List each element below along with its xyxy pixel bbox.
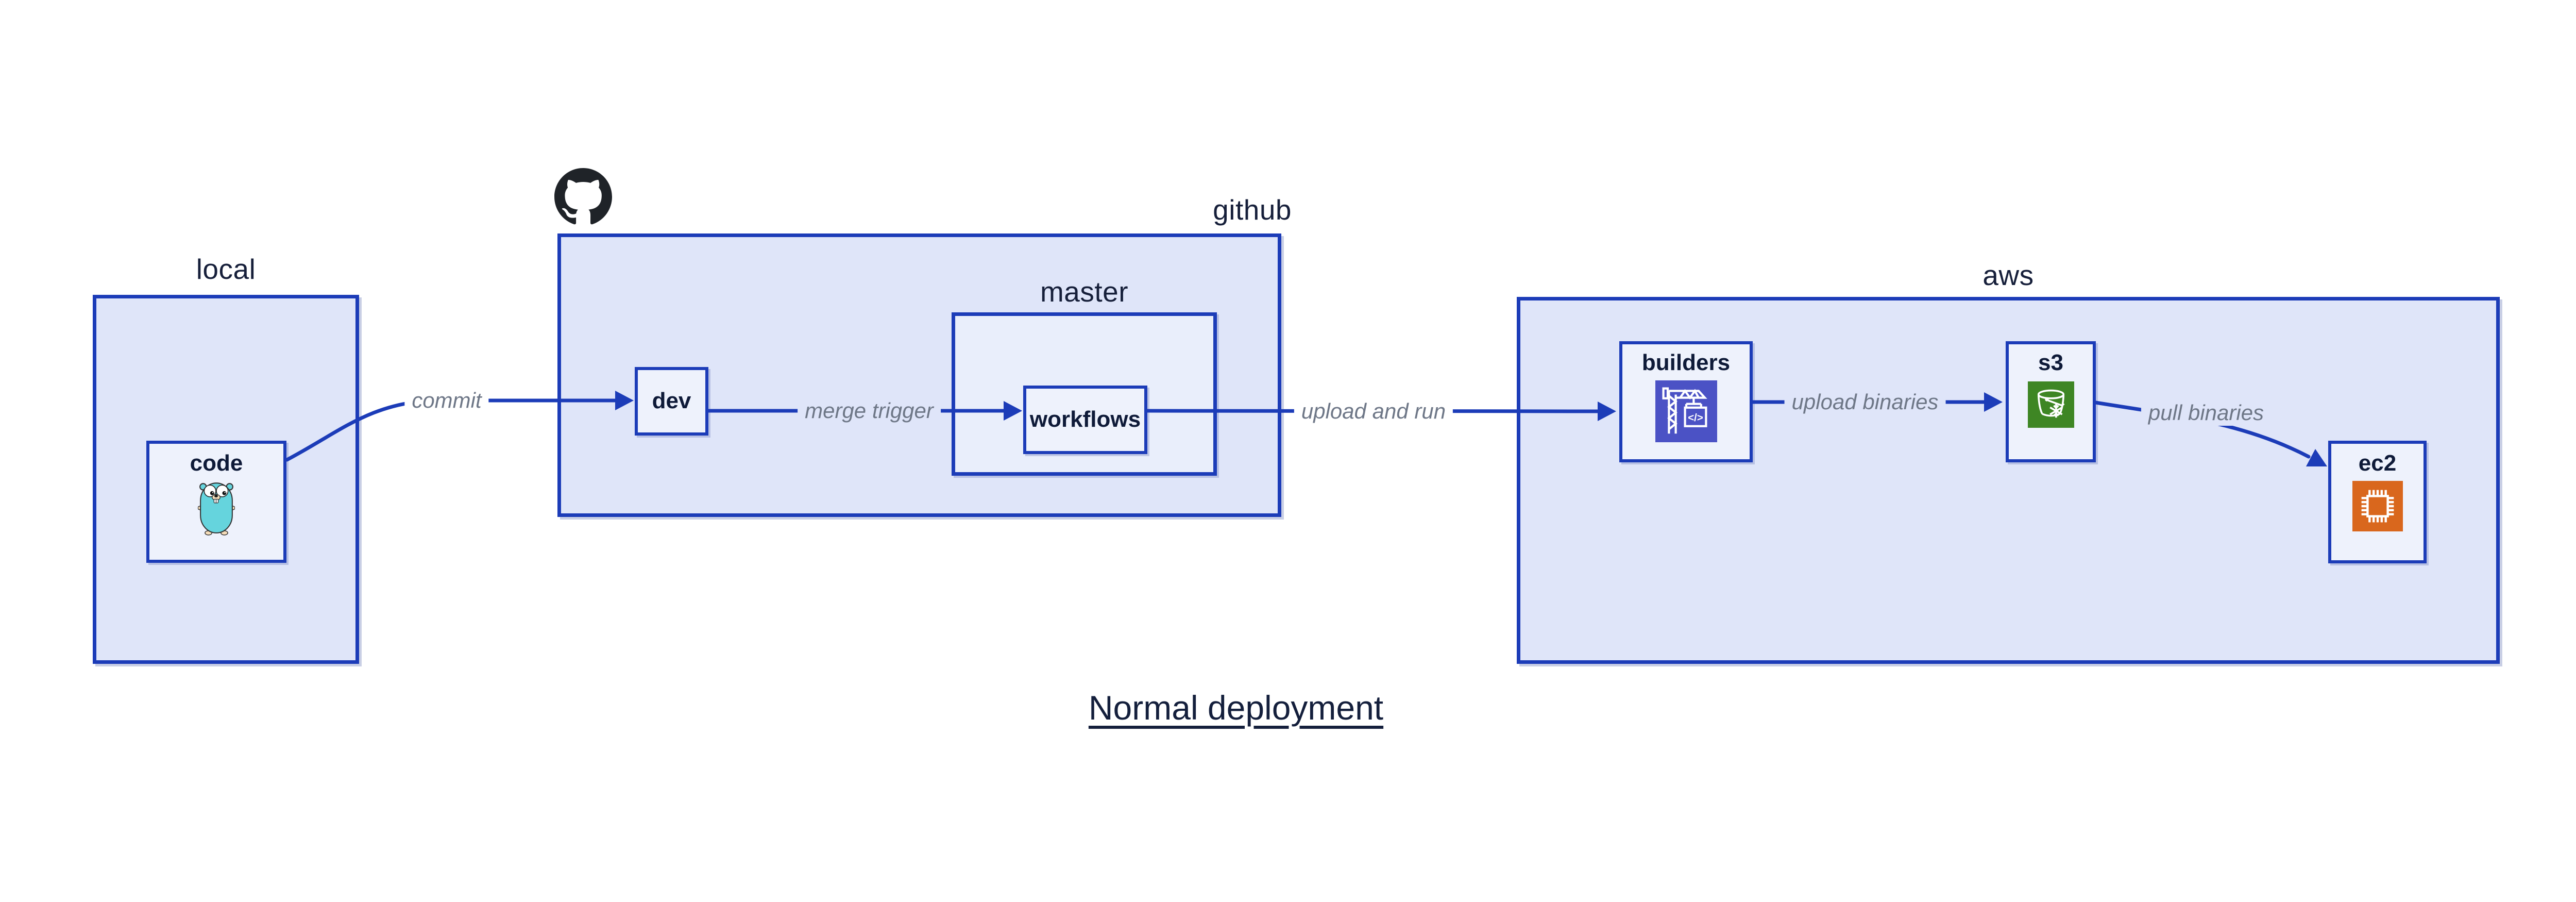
workflows-node: workflows: [1023, 386, 1147, 454]
pull-binaries-edge-label: pull binaries: [2141, 400, 2272, 426]
s3-node: s3: [2006, 341, 2096, 462]
builders-node: builders </>: [1619, 341, 1753, 462]
dev-node-label: dev: [652, 388, 691, 414]
go-gopher-icon: [197, 480, 235, 538]
upload-and-run-edge-label: upload and run: [1294, 398, 1453, 424]
ec2-node-label: ec2: [2358, 450, 2397, 476]
aws-label: aws: [1982, 259, 2034, 291]
codebuild-glyph: </>: [1688, 413, 1703, 424]
upload-binaries-edge-label: upload binaries: [1784, 389, 1946, 415]
ec2-chip-icon: [2352, 481, 2403, 534]
master-label: master: [1040, 276, 1129, 308]
code-node: code: [146, 441, 286, 563]
commit-edge-label: commit: [404, 388, 489, 413]
ec2-node: ec2: [2328, 441, 2427, 563]
s3-node-label: s3: [2038, 350, 2063, 375]
github-label: github: [1213, 194, 1292, 226]
code-node-label: code: [190, 450, 243, 476]
diagram-title: Normal deployment: [1088, 689, 1384, 727]
builders-node-label: builders: [1641, 350, 1731, 375]
workflows-node-label: workflows: [1029, 407, 1141, 432]
github-octocat-icon: [554, 168, 612, 228]
dev-node: dev: [635, 367, 708, 436]
local-label: local: [196, 253, 256, 285]
codebuild-crane-icon: </>: [1655, 380, 1717, 445]
merge-trigger-edge-label: merge trigger: [798, 398, 941, 424]
s3-glacier-bucket-icon: [2027, 381, 2074, 430]
